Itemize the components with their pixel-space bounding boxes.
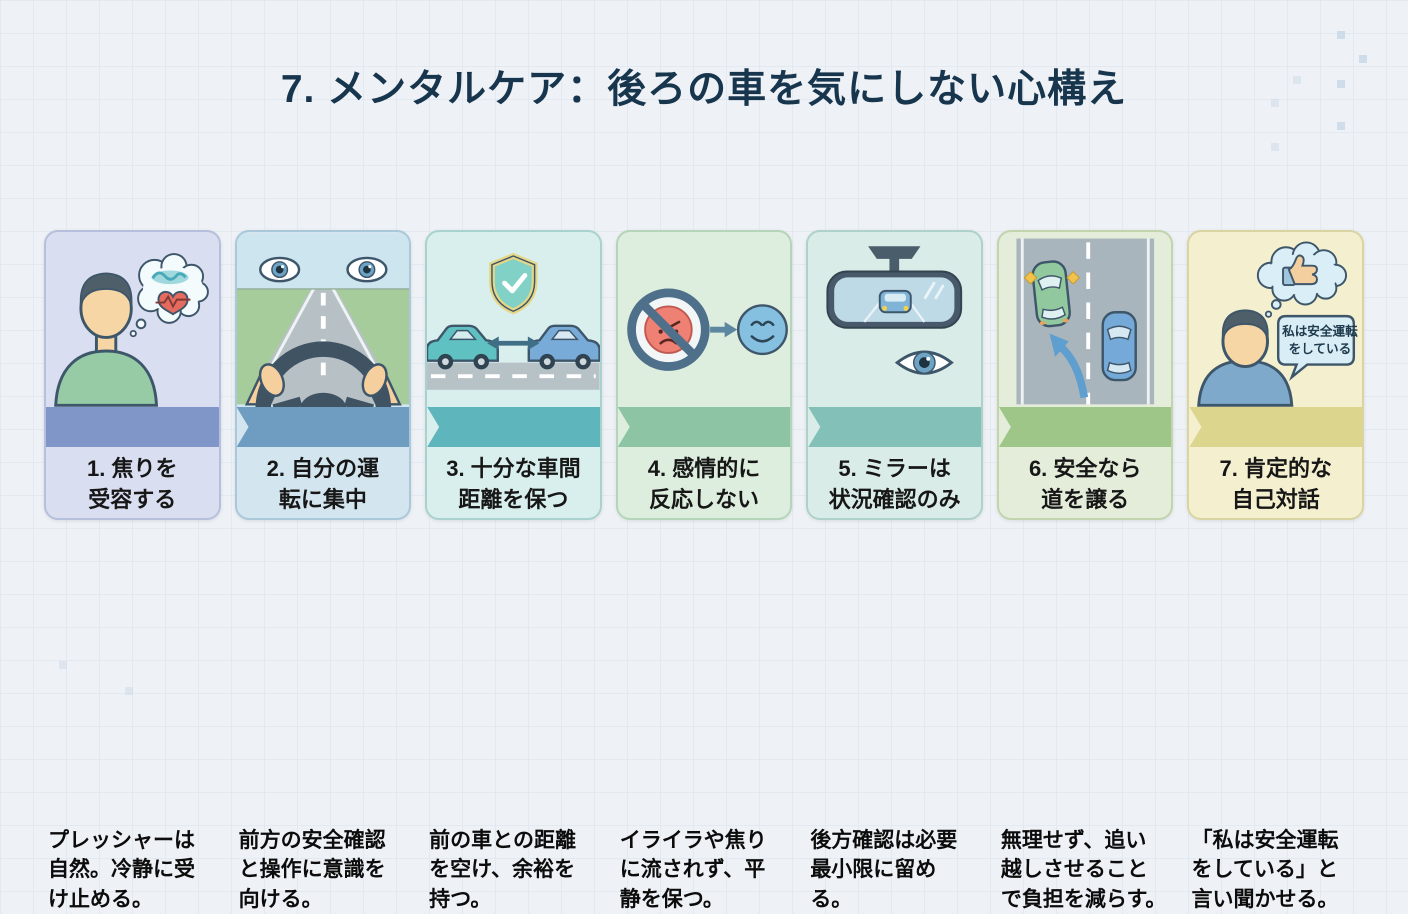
step-title-6: 6. 安全なら 道を譲る <box>1028 455 1142 512</box>
step-description-5: 後方確認は必要 最小限に留め る。 <box>810 829 958 911</box>
decor-dot <box>1337 31 1345 39</box>
step-description-6: 無理せず、追い 越しさせること で負担を減らす。 <box>1000 829 1167 911</box>
step-column-3: 3. 十分な車間 距離を保つ 前の車との距離 を空け、余裕を 持つ。 <box>425 230 602 914</box>
step-arrow-band-5 <box>808 407 983 447</box>
step-arrow-band-6 <box>999 407 1174 447</box>
step-description-7: 「私は安全運転 をしている」と 言い聞かせる。 <box>1191 829 1339 911</box>
speech-bubble-line1: 私は安全運転 <box>1282 323 1359 338</box>
step-card-4: 4. 感情的に 反応しない <box>615 230 793 520</box>
no-anger-stay-calm-icon <box>618 232 791 407</box>
step-title-1: 1. 焦りを 受容する <box>87 455 178 512</box>
step-column-5: 5. ミラーは 状況確認のみ 後方確認は必要 最小限に留め る。 <box>806 230 983 914</box>
decor-dot <box>1271 143 1279 151</box>
rearview-mirror-check-icon <box>808 232 981 407</box>
step-description-3: 前の車との距離 を空け、余裕を 持つ。 <box>429 829 576 911</box>
step-card-5: 5. ミラーは 状況確認のみ <box>806 230 983 520</box>
yield-the-road-icon <box>999 232 1172 407</box>
step-description-2: 前方の安全確認 と操作に意識を 向ける。 <box>238 829 386 911</box>
step-arrow-band-4 <box>618 407 793 447</box>
steps-row: 1. 焦りを 受容する プレッシャーは 自然。冷静に受 け止める。 <box>44 230 1365 914</box>
step-card-2: 2. 自分の運 転に集中 <box>234 230 412 520</box>
decor-dot <box>1293 76 1301 84</box>
step-title-5: 5. ミラーは 状況確認のみ <box>828 455 961 512</box>
step-column-1: 1. 焦りを 受容する プレッシャーは 自然。冷静に受 け止める。 <box>44 230 221 914</box>
step-column-2: 2. 自分の運 転に集中 前方の安全確認 と操作に意識を 向ける。 <box>234 230 412 914</box>
decor-dot <box>125 687 133 695</box>
step-column-6: 6. 安全なら 道を譲る 無理せず、追い 越しさせること で負担を減らす。 <box>996 230 1174 914</box>
step-title-7: 7. 肯定的な 自己対話 <box>1219 455 1332 512</box>
decor-dot <box>1271 99 1279 107</box>
step-column-4: 4. 感情的に 反応しない イライラや焦り に流されず、平 静を保つ。 <box>615 230 793 914</box>
step-card-1: 1. 焦りを 受容する <box>44 230 221 520</box>
speech-bubble-line2: をしている <box>1289 342 1352 356</box>
step-card-7: 私は安全運転 をしている 7. 肯定的な 自己対話 <box>1187 230 1365 520</box>
page-title: 7. メンタルケア：後ろの車を気にしない心構え <box>280 68 1128 112</box>
decor-dot <box>59 661 67 669</box>
step-arrow-band-3 <box>427 407 602 447</box>
step-arrow-band-1 <box>46 407 221 447</box>
safe-following-distance-icon <box>427 232 600 407</box>
step-description-1: プレッシャーは 自然。冷静に受 け止める。 <box>48 829 195 911</box>
step-column-7: 私は安全運転 をしている 7. 肯定的な 自己対話 「私は安全運転 をしている」… <box>1187 230 1365 914</box>
step-arrow-band-2 <box>237 407 412 447</box>
step-card-3: 3. 十分な車間 距離を保つ <box>425 230 602 520</box>
decor-dot <box>1337 122 1345 130</box>
decor-dot <box>1337 80 1345 88</box>
driver-focus-road-icon <box>236 232 410 407</box>
step-arrow-band-7 <box>1189 407 1363 447</box>
step-title-3: 3. 十分な車間 距離を保つ <box>446 455 581 512</box>
person-accepting-pressure-icon <box>46 232 219 407</box>
decor-dot <box>1359 55 1367 63</box>
step-description-4: イライラや焦り に流されず、平 静を保つ。 <box>619 829 767 911</box>
positive-self-talk-icon: 私は安全運転 をしている <box>1189 232 1362 407</box>
step-title-2: 2. 自分の運 転に集中 <box>266 455 380 512</box>
step-title-4: 4. 感情的に 反応しない <box>647 455 761 512</box>
step-card-6: 6. 安全なら 道を譲る <box>996 230 1174 520</box>
